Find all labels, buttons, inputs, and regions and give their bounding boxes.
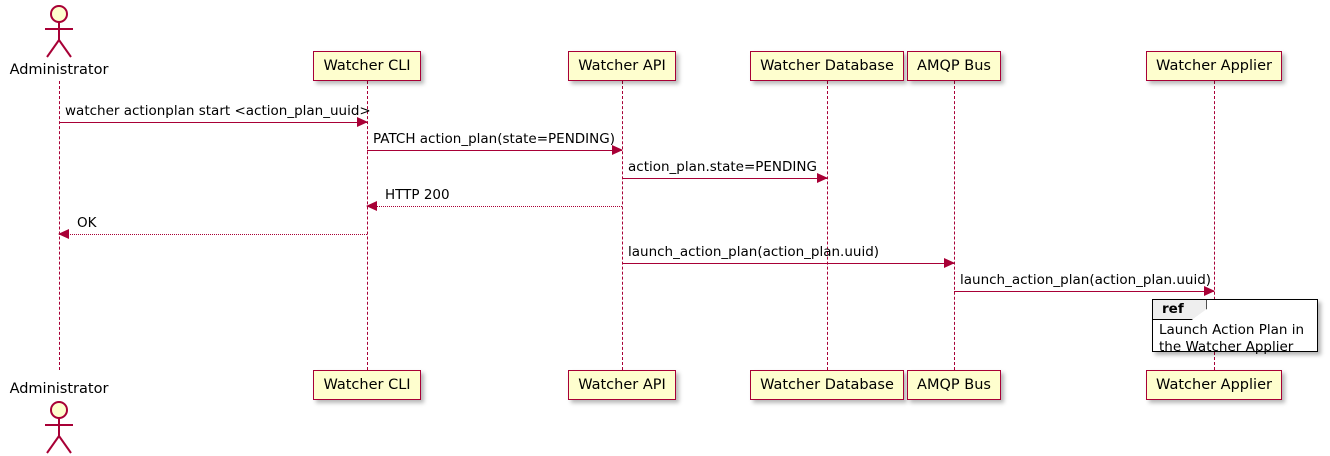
participant-label: AMQP Bus — [917, 376, 991, 393]
participant-box-watcher-api-top: Watcher API — [568, 51, 676, 81]
actor-figure-icon — [45, 5, 73, 58]
arrowhead-icon — [1204, 286, 1215, 296]
participant-label: Watcher Database — [760, 376, 894, 393]
message-label: launch_action_plan(action_plan.uuid) — [960, 271, 1212, 288]
actor-label-administrator: Administrator — [9, 62, 109, 78]
participant-label: AMQP Bus — [917, 57, 991, 74]
participant-label: Watcher Applier — [1156, 57, 1272, 74]
arrowhead-icon — [817, 173, 828, 183]
lifeline-watcher-cli — [367, 81, 368, 370]
participant-label: Watcher Applier — [1156, 376, 1272, 393]
actor-label-administrator: Administrator — [9, 381, 109, 397]
participant-box-watcher-cli-bottom: Watcher CLI — [313, 370, 421, 400]
arrowhead-icon — [612, 145, 623, 155]
message-label: action_plan.state=PENDING — [628, 158, 817, 175]
arrowhead-icon — [357, 117, 368, 127]
message-line — [954, 291, 1214, 292]
participant-box-amqp-bus-bottom: AMQP Bus — [907, 370, 1001, 400]
lifeline-watcher-db — [827, 81, 828, 370]
participant-box-watcher-db-bottom: Watcher Database — [750, 370, 904, 400]
participant-label: Watcher CLI — [323, 376, 411, 393]
participant-label: Watcher CLI — [323, 57, 411, 74]
message-line — [59, 122, 367, 123]
lifeline-watcher-api — [622, 81, 623, 370]
participant-label: Watcher Database — [760, 57, 894, 74]
lifeline-amqp-bus — [954, 81, 955, 370]
message-label: watcher actionplan start <action_plan_uu… — [65, 102, 371, 119]
ref-fragment-text: Launch Action Plan in the Watcher Applie… — [1159, 322, 1305, 355]
message-line — [367, 206, 622, 207]
arrowhead-icon — [58, 229, 69, 239]
participant-box-watcher-cli-top: Watcher CLI — [313, 51, 421, 81]
lifeline-administrator — [59, 81, 60, 370]
actor-administrator — [37, 4, 81, 64]
message-label: HTTP 200 — [385, 186, 450, 203]
arrowhead-icon — [366, 201, 377, 211]
actor-administrator — [37, 400, 81, 456]
participant-label: Watcher API — [578, 376, 666, 393]
participant-box-amqp-bus-top: AMQP Bus — [907, 51, 1001, 81]
message-line — [622, 178, 827, 179]
participant-box-watcher-applier-top: Watcher Applier — [1146, 51, 1282, 81]
arrowhead-icon — [944, 258, 955, 268]
actor-figure-icon — [45, 401, 73, 454]
message-label: OK — [77, 214, 97, 231]
message-line — [367, 150, 622, 151]
participant-box-watcher-applier-bottom: Watcher Applier — [1146, 370, 1282, 400]
message-line — [59, 234, 367, 235]
lifeline-watcher-applier — [1214, 81, 1215, 370]
message-label: PATCH action_plan(state=PENDING) — [373, 130, 615, 147]
ref-fragment-keyword: ref — [1153, 300, 1207, 320]
participant-box-watcher-db-top: Watcher Database — [750, 51, 904, 81]
participant-box-watcher-api-bottom: Watcher API — [568, 370, 676, 400]
message-label: launch_action_plan(action_plan.uuid) — [628, 243, 880, 260]
participant-label: Watcher API — [578, 57, 666, 74]
message-line — [622, 263, 954, 264]
